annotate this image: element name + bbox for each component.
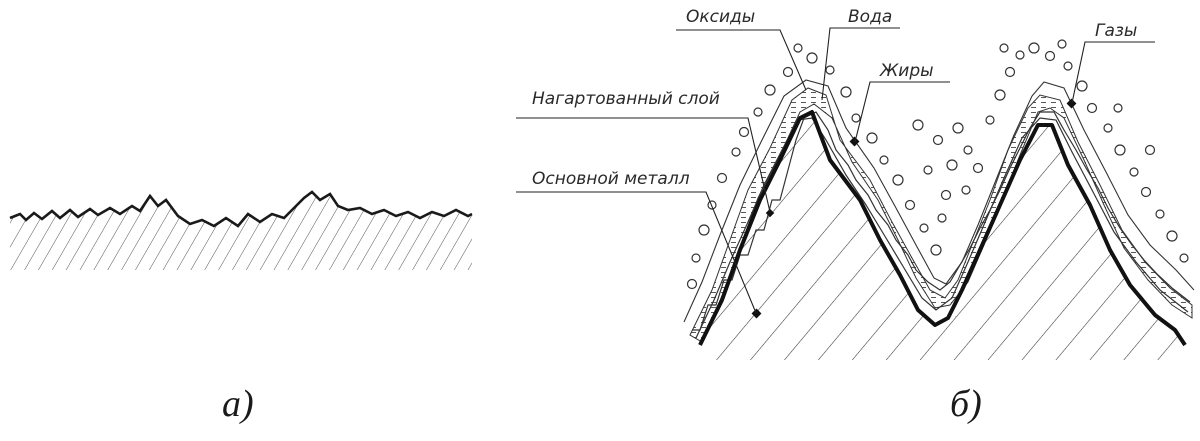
layer-line-1 — [692, 111, 1191, 331]
base-metal-marker — [751, 308, 762, 319]
layer-line-3 — [683, 79, 1195, 323]
caption-a: а) — [222, 383, 254, 425]
panel-a-surface-profile — [9, 190, 473, 270]
label-oxides: Оксиды — [686, 7, 755, 27]
base-metal-region — [700, 112, 1185, 360]
label-gases: Газы — [1095, 21, 1137, 41]
label-work-hardened-layer: Нагартованный слой — [532, 89, 720, 109]
gas-bubbles — [686, 39, 1189, 290]
layer-line-2 — [695, 117, 1189, 339]
work-hardened-layer-line — [698, 110, 1187, 347]
panel-a-hatched-metal — [10, 192, 472, 270]
gases-marker — [1066, 98, 1077, 109]
leader-gases — [1071, 41, 1155, 104]
leader-oxides — [676, 29, 807, 91]
outer-film-band — [689, 87, 1193, 343]
leader-hardened — [516, 117, 771, 213]
label-fats: Жиры — [879, 61, 934, 81]
panel-b-surface-layers: Оксиды Вода Жиры Газы Нагартованный слой… — [516, 7, 1195, 360]
fats-marker — [849, 136, 860, 147]
caption-b: б) — [950, 383, 982, 425]
panel-a-profile-line — [9, 190, 473, 228]
label-water: Вода — [848, 7, 892, 27]
leader-base-metal — [516, 191, 757, 314]
leader-lines — [516, 27, 1155, 314]
leader-fats — [854, 81, 950, 143]
label-base-metal: Основной металл — [532, 169, 690, 189]
leader-water — [821, 27, 900, 101]
